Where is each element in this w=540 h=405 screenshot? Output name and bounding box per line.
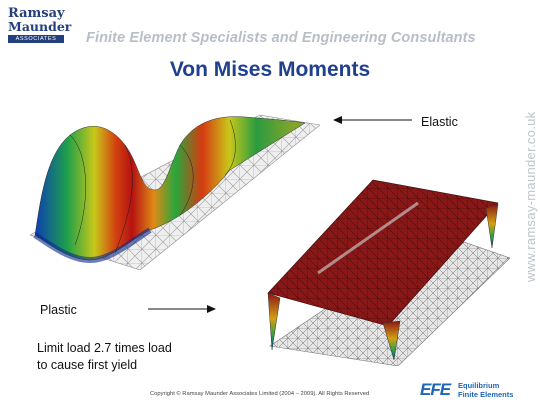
logo-line-2: Maunder xyxy=(8,19,72,34)
efe-logo: EFE Equilibrium Finite Elements xyxy=(420,378,538,402)
slide-title: Von Mises Moments xyxy=(169,58,371,81)
plastic-moment-plot xyxy=(267,179,510,366)
copyright-footer: Copyright © Ramsay Maunder Associates Li… xyxy=(150,391,370,397)
efe-line-2: Finite Elements xyxy=(458,390,514,399)
elastic-moment-plot xyxy=(30,114,320,270)
note-line-1: Limit load 2.7 times load xyxy=(37,341,172,355)
plastic-label: Plastic xyxy=(40,303,77,317)
tagline: Finite Element Specialists and Engineeri… xyxy=(86,30,476,46)
elastic-arrow xyxy=(333,116,412,124)
plastic-arrow xyxy=(148,305,216,313)
logo-line-1: Ramsay xyxy=(8,6,65,21)
efe-line-1: Equilibrium xyxy=(458,381,500,390)
note-line-2: to cause first yield xyxy=(37,358,138,372)
elastic-label: Elastic xyxy=(421,115,458,129)
ramsay-maunder-logo: Ramsay Maunder ASSOCIATES xyxy=(8,6,72,47)
efe-mark: EFE xyxy=(420,380,451,399)
website-url: www.ramsay-maunder.co.uk xyxy=(523,111,538,282)
logo-line-3: ASSOCIATES xyxy=(8,35,64,43)
limit-load-note: Limit load 2.7 times load to cause first… xyxy=(37,340,227,374)
